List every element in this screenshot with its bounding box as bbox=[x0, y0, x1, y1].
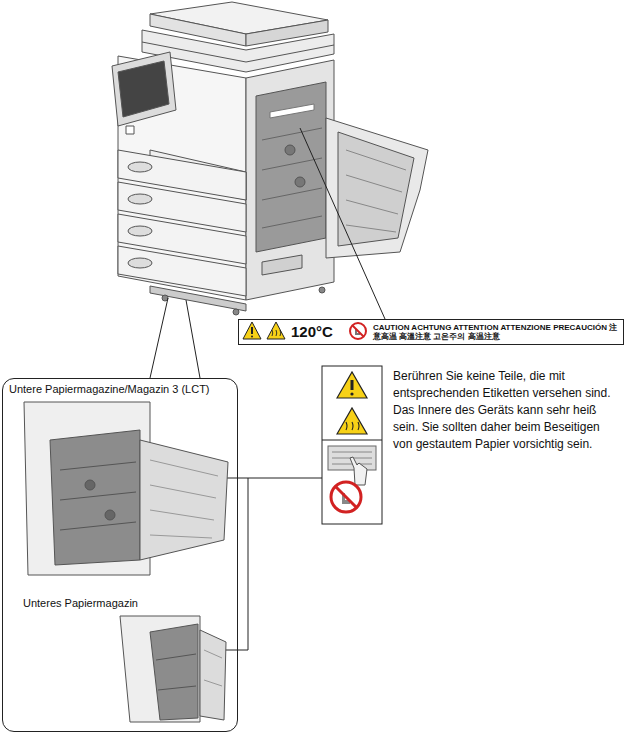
warning-label bbox=[346, 422, 359, 430]
printer-illustration bbox=[346, 150, 406, 170]
printer-illustration bbox=[326, 118, 428, 258]
leader-line bbox=[150, 298, 168, 378]
printer-illustration bbox=[256, 82, 326, 252]
callout-box: Untere Papiermagazine/Magazin 3 (LCT) Unt… bbox=[2, 378, 238, 732]
printer-illustration bbox=[262, 216, 322, 228]
lower-tray-illustration bbox=[120, 616, 200, 722]
printer-illustration bbox=[118, 246, 246, 296]
printer-illustration bbox=[112, 52, 176, 126]
warning-label bbox=[350, 392, 353, 395]
lower-tray-illustration bbox=[150, 624, 198, 720]
printer-illustration bbox=[262, 158, 322, 170]
printer-illustration bbox=[262, 188, 322, 200]
printer-illustration bbox=[270, 104, 314, 118]
printer-illustration bbox=[246, 60, 334, 300]
lower-tray-illustration bbox=[50, 430, 140, 565]
lower-tray-illustration bbox=[150, 460, 218, 476]
printer-illustration bbox=[319, 287, 325, 293]
lower-tray-illustration bbox=[156, 654, 196, 660]
leader-line bbox=[186, 300, 200, 378]
lower-tray-illustration bbox=[200, 630, 226, 720]
warning-text: CAUTION ACHTUNG ATTENTION ATTENZIONE PRE… bbox=[373, 323, 623, 341]
lower-tray-illustration bbox=[150, 485, 216, 498]
callout-subheading: Unteres Papiermagazin bbox=[23, 597, 231, 611]
caution-strip-icons bbox=[350, 323, 366, 339]
lower-tray-illustration bbox=[105, 510, 115, 520]
lower-tray-illustration bbox=[158, 686, 196, 690]
warning-label bbox=[350, 457, 367, 485]
printer-illustration bbox=[118, 56, 246, 300]
warning-label bbox=[337, 372, 367, 398]
temperature-text: 120°C bbox=[291, 324, 349, 341]
caution-strip-icons bbox=[251, 336, 253, 338]
lower-tray-illustration bbox=[60, 462, 136, 470]
printer-illustration bbox=[285, 145, 295, 155]
warning-note: Berühren Sie keine Teile, die mit entspr… bbox=[393, 368, 619, 453]
printer-illustration bbox=[112, 2, 428, 315]
lower-tray-illustration bbox=[204, 650, 222, 658]
printer-illustration bbox=[262, 128, 322, 140]
printer-illustration bbox=[118, 61, 169, 117]
printer-illustration bbox=[233, 309, 239, 315]
printer-illustration bbox=[295, 177, 305, 187]
caution-strip-icons bbox=[238, 319, 624, 343]
printer-illustration bbox=[128, 258, 152, 268]
leader-line bbox=[300, 128, 385, 319]
warning-label bbox=[322, 440, 382, 441]
printer-illustration bbox=[346, 200, 398, 214]
lower-tray-illustration bbox=[150, 535, 212, 538]
lower-tray-illustration bbox=[85, 480, 95, 490]
warning-note: Berühren Sie keine Teile, die mit entspr… bbox=[393, 368, 619, 453]
printer-illustration bbox=[338, 132, 414, 246]
caution-strip-icons bbox=[272, 330, 281, 336]
lower-tray-illustration bbox=[60, 492, 136, 500]
printer-illustration bbox=[128, 162, 152, 172]
caution-strip-icons bbox=[267, 322, 285, 339]
lower-tray-illustration bbox=[140, 440, 228, 560]
printer-illustration bbox=[346, 175, 402, 192]
printer-illustration bbox=[128, 194, 152, 204]
printer-illustration bbox=[262, 255, 302, 275]
warning-label bbox=[351, 380, 354, 390]
lower-tray-illustration bbox=[24, 402, 228, 575]
warning-label bbox=[332, 452, 372, 453]
caution-strip-icons bbox=[353, 326, 364, 337]
lower-tray-illustration bbox=[24, 402, 150, 575]
caution-strip-icons bbox=[251, 327, 253, 334]
lower-tray-illustration bbox=[120, 616, 226, 722]
warning-label bbox=[337, 408, 367, 434]
printer-illustration bbox=[346, 225, 396, 232]
warning-label bbox=[331, 482, 361, 512]
printer-illustration bbox=[150, 286, 246, 311]
printer-illustration bbox=[126, 126, 134, 134]
warning-label bbox=[322, 366, 382, 524]
warning-label bbox=[322, 366, 382, 524]
warning-label bbox=[336, 487, 357, 508]
callout-heading: Untere Papiermagazine/Magazin 3 (LCT) bbox=[9, 383, 231, 397]
caution-strip-icons bbox=[238, 319, 624, 343]
lower-tray-illustration bbox=[204, 680, 222, 686]
caution-label: 120°C CAUTION ACHTUNG ATTENTION ATTENZION… bbox=[238, 319, 624, 345]
caution-strip-icons bbox=[243, 322, 261, 339]
lower-tray-illustration bbox=[150, 510, 214, 520]
lower-tray-illustration bbox=[60, 522, 136, 530]
printer-illustration bbox=[128, 226, 152, 236]
